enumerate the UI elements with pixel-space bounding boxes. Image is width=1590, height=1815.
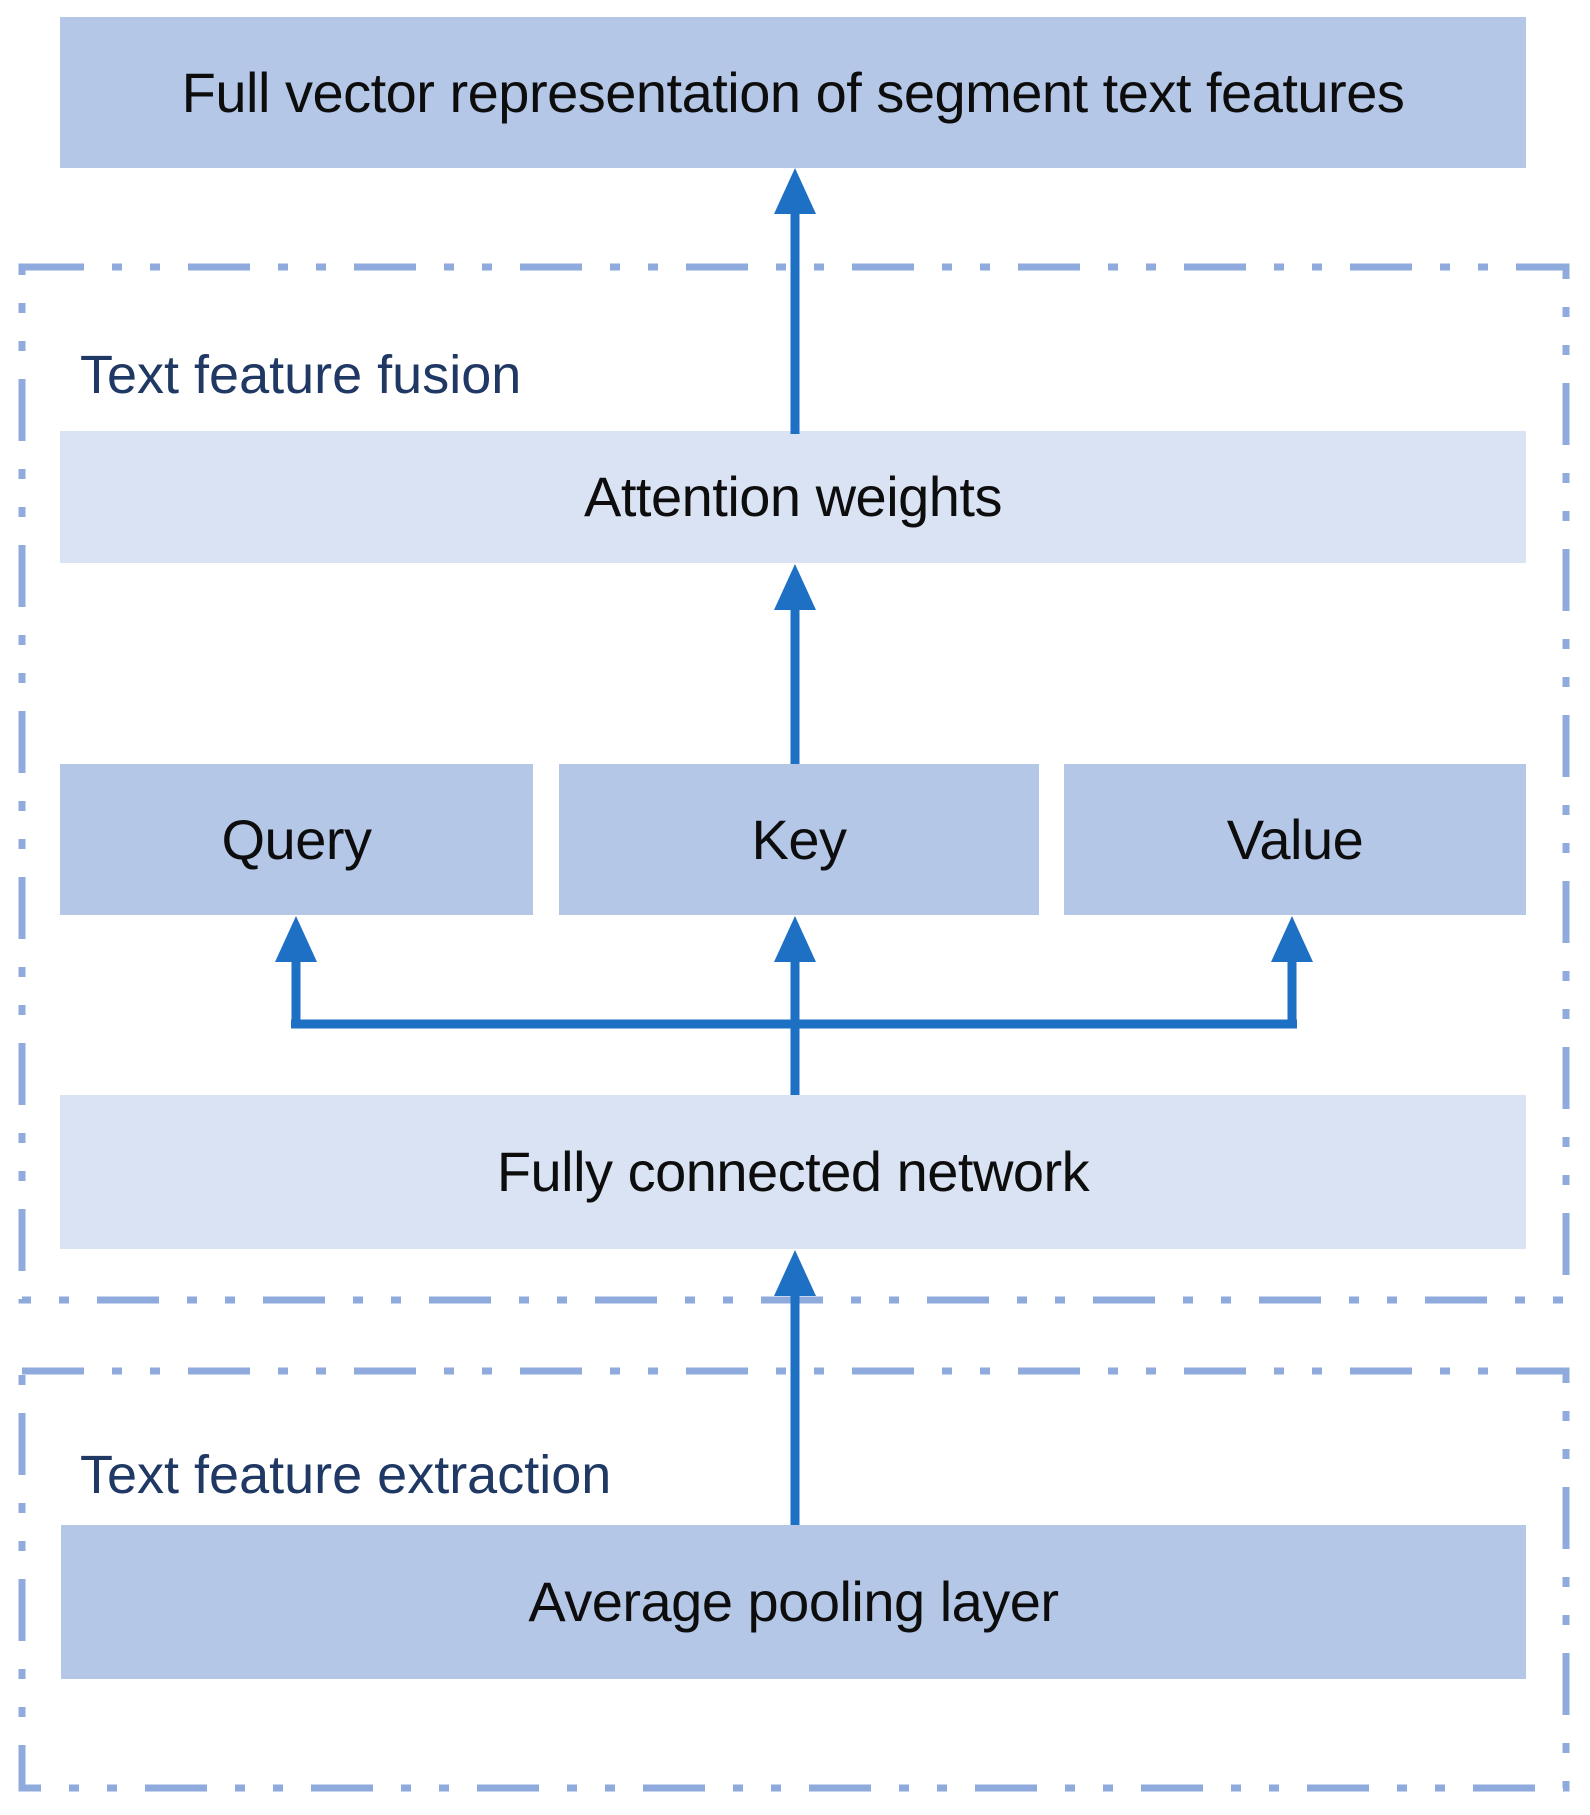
section-label-text-feature-extraction: Text feature extraction [80,1445,612,1505]
fcn-branch-connector [275,916,1313,1095]
node-average-pooling-layer: Average pooling layer [61,1525,1526,1679]
arrow-attention-to-output [774,168,816,434]
node-attention-weights: Attention weights [60,431,1526,563]
arrowhead-up-icon [1271,916,1313,962]
node-key: Key [559,764,1039,915]
arrowhead-up-icon [774,916,816,962]
section-label-text-feature-fusion: Text feature fusion [80,345,522,405]
arrowhead-up-icon [774,168,816,214]
arrow-key-to-attention [774,564,816,764]
arrowhead-up-icon [774,564,816,610]
arrowhead-up-icon [774,1250,816,1296]
node-output-box: Full vector representation of segment te… [60,17,1526,168]
node-value: Value [1064,764,1526,915]
node-fully-connected-network: Fully connected network [60,1095,1526,1249]
arrowhead-up-icon [275,916,317,962]
node-query: Query [60,764,533,915]
arrow-avgpool-to-fcn [774,1250,816,1525]
